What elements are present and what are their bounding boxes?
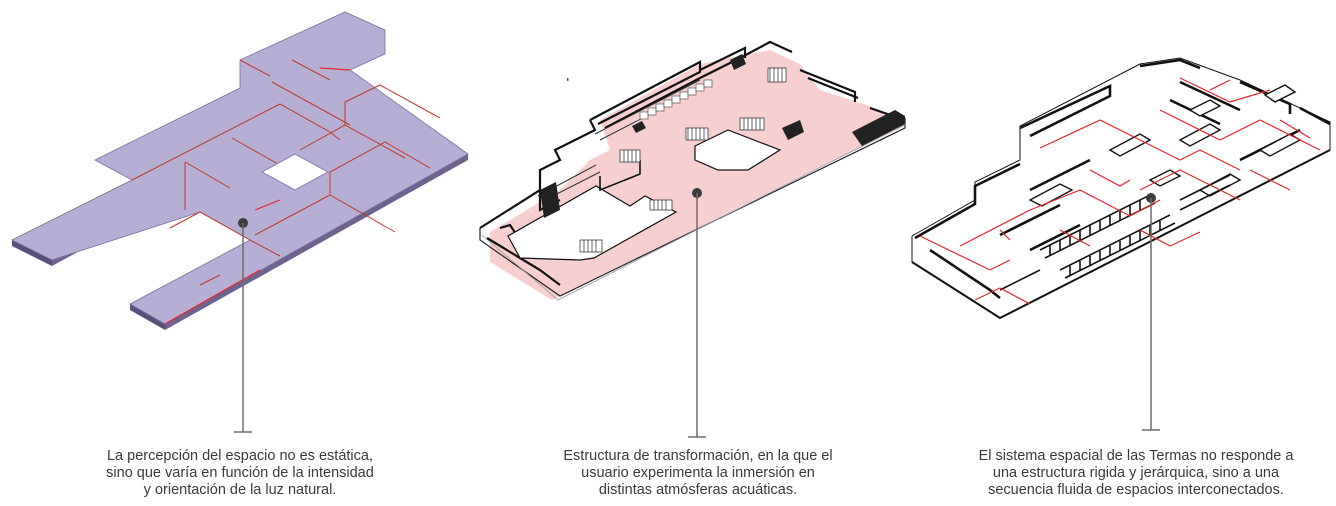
caption-line: sino que varía en función de la intensid… (106, 465, 374, 481)
slab-edge (165, 154, 468, 330)
room-divisions (131, 59, 441, 286)
courtyard-void (260, 153, 330, 191)
spatial-system-diagram (911, 57, 1331, 431)
highlight-edges (164, 67, 351, 325)
stairs (579, 67, 787, 253)
caption-line: y orientación de la luz natural. (143, 482, 337, 498)
caption-transformation-structure: Estructura de transformación, en la que … (498, 448, 898, 499)
courtyard-wall (599, 160, 641, 192)
caption-light-perception: La percepción del espacio no es estática… (40, 448, 440, 499)
floor-plan-light-diagram (11, 11, 469, 433)
caption-line: una estructura rigida y jerárquica, sino… (992, 465, 1280, 481)
inner-courtyard (507, 185, 678, 261)
caption-spatial-system: El sistema espacial de las Termas no res… (936, 448, 1336, 499)
circulation-paths (919, 77, 1321, 305)
dark-volumes (540, 54, 905, 218)
upper-courtyard (694, 129, 782, 171)
slab-bottom-edge (911, 149, 1331, 320)
slab-bottom-edge-2 (481, 123, 907, 301)
slab-edge (12, 240, 52, 266)
caption-line: secuencia fluida de espacios interconect… (988, 482, 1284, 498)
caption-line: La percepción del espacio no es estática… (106, 448, 373, 464)
caption-line: Estructura de transformación, en la que … (563, 448, 833, 464)
stray-mark (567, 78, 569, 81)
caption-line: distintas atmósferas acuáticas. (598, 482, 798, 498)
caption-line: usuario experimenta la inmersión en (581, 465, 815, 481)
lavender-floor-slab (11, 11, 469, 325)
slab-edge (130, 304, 165, 330)
cabin-row (639, 79, 713, 120)
caption-line: El sistema espacial de las Termas no res… (978, 448, 1294, 464)
transformation-structure-diagram (479, 40, 907, 438)
